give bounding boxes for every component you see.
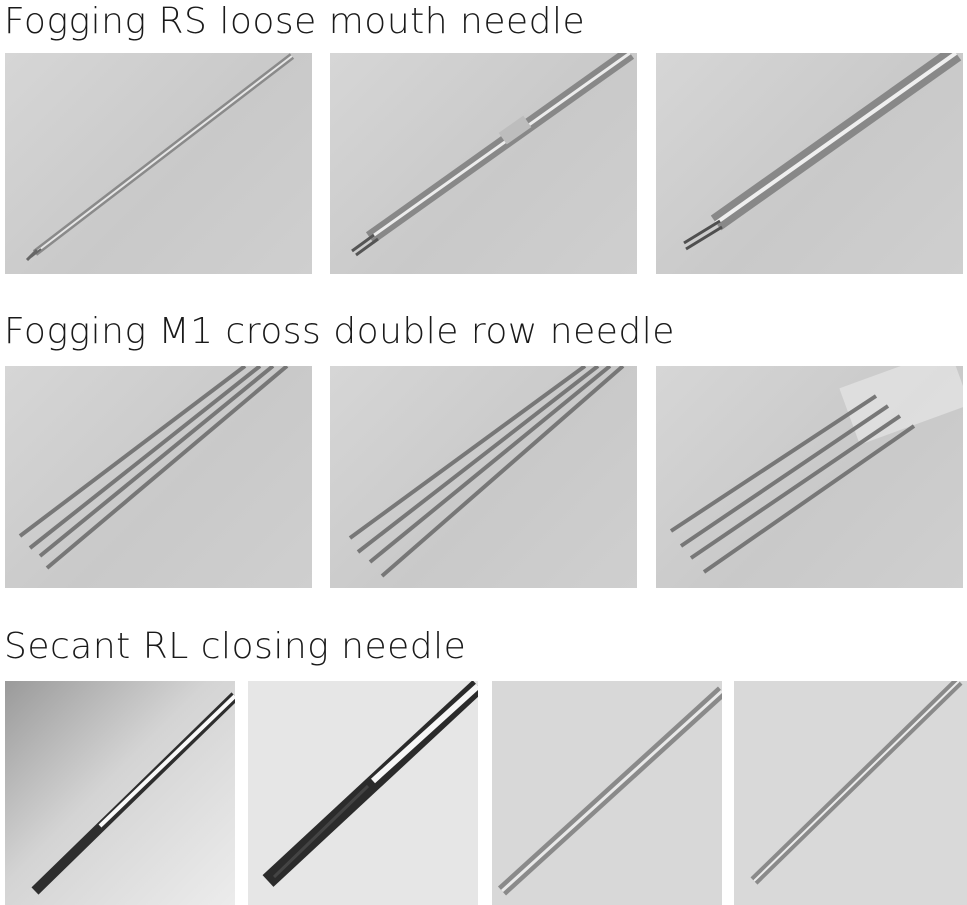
- needle-illustration: [669, 366, 963, 574]
- section-title-rs: Fogging RS loose mouth needle: [4, 1, 586, 42]
- needle-photo-rl-4: [734, 681, 967, 905]
- needle-photo-rl-2: [248, 681, 478, 905]
- needle-photo-rs-2: [330, 53, 637, 274]
- section-title-m1: Fogging M1 cross double row needle: [4, 311, 675, 352]
- needle-photo-m1-1: [5, 366, 312, 588]
- needle-illustration: [18, 366, 289, 570]
- needle-photo-rl-3: [492, 681, 722, 905]
- needle-illustration: [25, 53, 295, 262]
- needle-illustration: [262, 681, 478, 887]
- needle-photo-m1-3: [656, 366, 963, 588]
- needle-photo-rl-1: [5, 681, 235, 905]
- needle-illustration: [497, 686, 722, 896]
- needle-photo-rs-3: [656, 53, 963, 274]
- needle-photo-m1-2: [330, 366, 637, 588]
- needle-illustration: [348, 366, 625, 578]
- needle-illustration: [683, 53, 962, 251]
- needle-photo-rs-1: [5, 53, 312, 274]
- needle-illustration: [351, 53, 635, 257]
- needle-illustration: [750, 681, 963, 885]
- needle-illustration: [31, 692, 235, 895]
- section-title-rl: Secant RL closing needle: [4, 626, 467, 667]
